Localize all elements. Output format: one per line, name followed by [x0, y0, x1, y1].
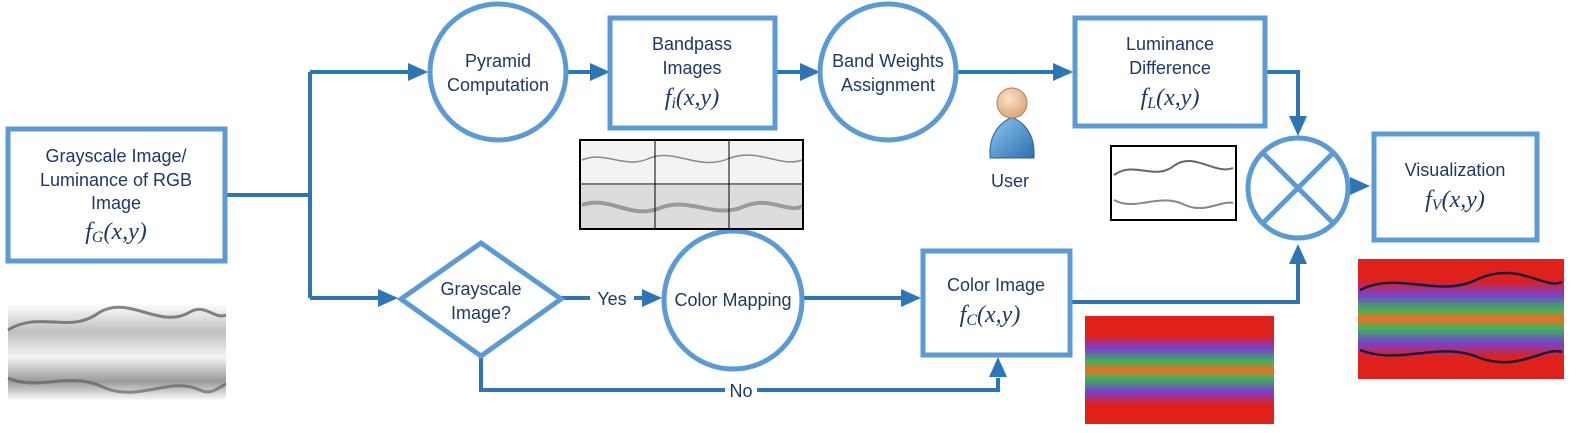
bandpass-line2: Images: [662, 58, 721, 78]
arrow-to-color-image: [901, 289, 921, 307]
flow-lines: [225, 63, 1370, 392]
node-grayscale-decision: Grayscale Image?: [396, 239, 566, 360]
decision-line1: Grayscale: [440, 279, 521, 299]
color-image-formula: fC(x,y): [960, 302, 1021, 329]
arrow-to-pyramid: [408, 63, 428, 81]
grayscale-input-line1: Grayscale Image/: [45, 146, 186, 166]
node-luminance-difference: Luminance Difference fL(x,y): [1072, 15, 1268, 129]
grayscale-input-thumbnail: [7, 303, 227, 401]
node-color-mapping: Color Mapping: [661, 228, 805, 372]
visualization-formula: fV(x,y): [1425, 187, 1485, 214]
edge-decision-no-a: [479, 357, 725, 392]
arrow-to-visualization: [1350, 177, 1370, 195]
pyramid-line2: Computation: [447, 75, 549, 95]
node-grayscale-input: Grayscale Image/ Luminance of RGB Image …: [5, 126, 228, 264]
arrow-to-color-image-bottom: [989, 357, 1007, 377]
band-weights-line1: Band Weights: [832, 51, 944, 71]
node-bandpass-images: Bandpass Images fi(x,y): [607, 15, 778, 131]
arrow-to-weights: [800, 63, 820, 81]
visualization-thumbnail: [1358, 259, 1564, 379]
grayscale-input-formula: fG(x,y): [85, 219, 147, 246]
edge-luminance-to-combine: [1266, 70, 1300, 118]
luminance-formula: fL(x,y): [1141, 85, 1200, 112]
band-weights-line2: Assignment: [841, 75, 935, 95]
luminance-difference-thumbnail: [1110, 145, 1237, 221]
pyramid-line1: Pyramid: [465, 51, 531, 71]
node-color-image: Color Image fC(x,y): [920, 248, 1073, 358]
edge-decision-no-b: [757, 378, 1000, 392]
bandpass-grid-thumbnail: [579, 139, 804, 230]
arrow-to-decision: [378, 289, 398, 307]
decision-line2: Image?: [451, 303, 511, 323]
arrow-to-luminance: [1053, 63, 1073, 81]
edge-color-image-to-combine: [1070, 262, 1300, 304]
grayscale-input-line3: Image: [91, 193, 141, 213]
arrow-to-combine-bottom: [1289, 244, 1307, 264]
edge-label-yes: Yes: [597, 289, 626, 309]
node-visualization: Visualization fV(x,y): [1371, 131, 1540, 243]
arrow-to-color-mapping: [642, 289, 662, 307]
arrow-to-bandpass: [590, 63, 610, 81]
visualization-label: Visualization: [1405, 160, 1506, 180]
color-image-label: Color Image: [947, 275, 1045, 295]
bandpass-formula: fi(x,y): [665, 85, 719, 112]
color-image-thumbnail: [1085, 316, 1274, 424]
node-band-weights-assignment: Band Weights Assignment: [817, 1, 959, 143]
luminance-line2: Difference: [1129, 58, 1211, 78]
bandpass-line1: Bandpass: [652, 34, 732, 54]
color-mapping-label: Color Mapping: [674, 290, 791, 310]
edge-label-no: No: [729, 381, 752, 401]
grayscale-input-line2: Luminance of RGB: [40, 170, 192, 190]
circled-x-combine-icon: [1245, 135, 1351, 241]
user-person-icon: [989, 87, 1035, 159]
node-pyramid-computation: Pyramid Computation: [427, 1, 569, 143]
luminance-line1: Luminance: [1126, 34, 1214, 54]
arrow-to-combine-top: [1289, 116, 1307, 136]
user-label: User: [991, 171, 1029, 191]
